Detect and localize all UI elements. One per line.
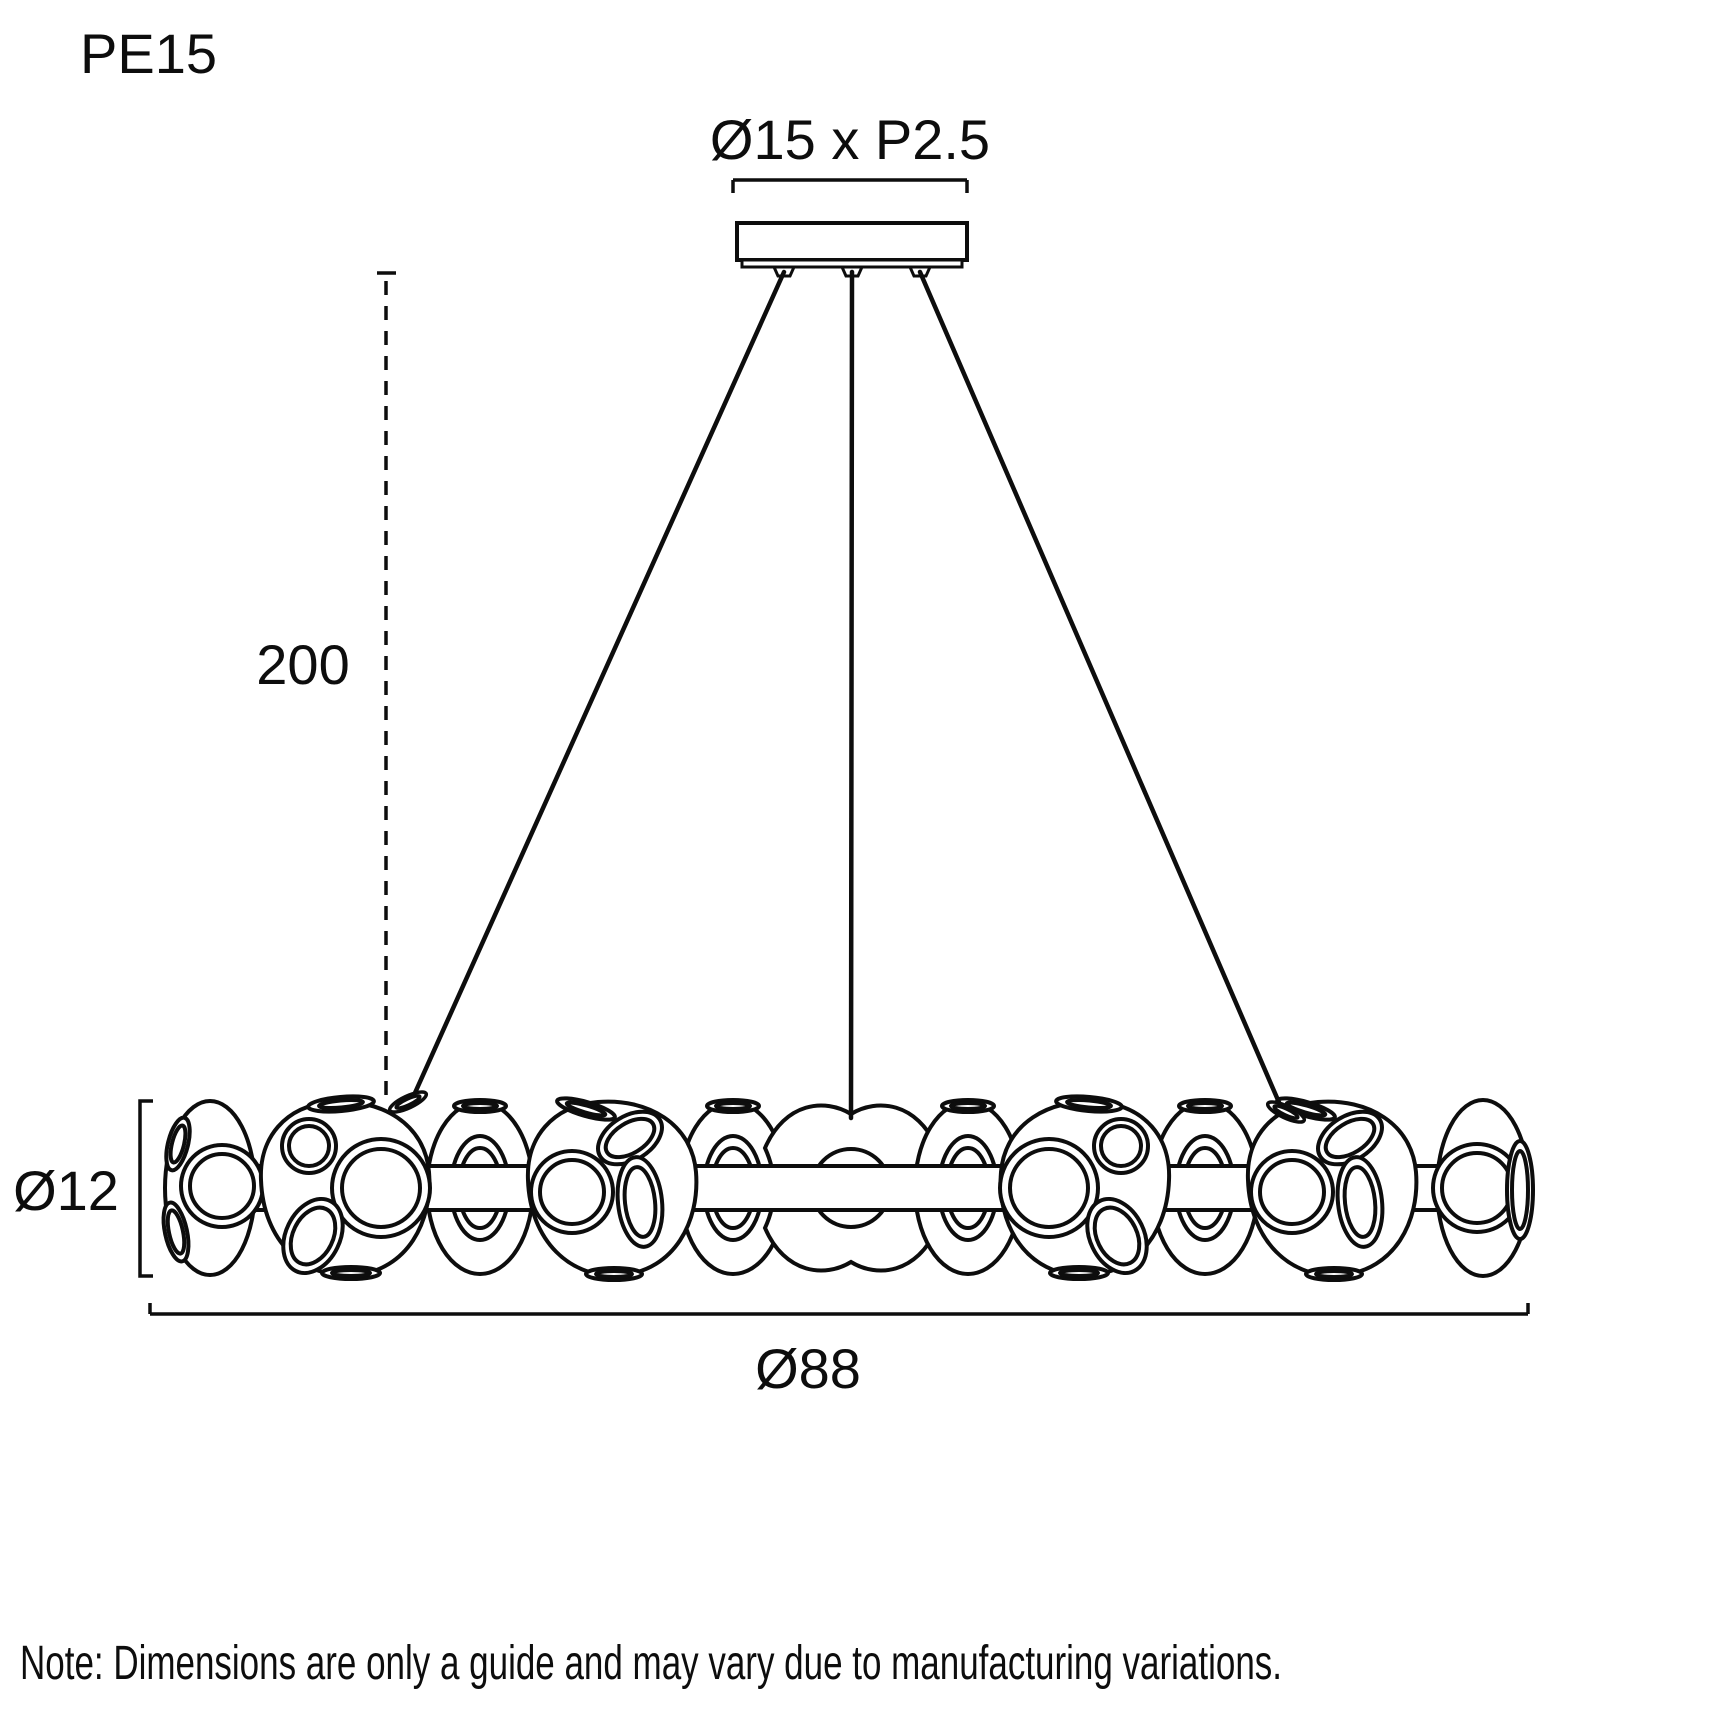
- suspension-wire-left: [407, 269, 787, 1107]
- dim-overall-diameter: Ø88: [148, 1303, 1530, 1400]
- suspension-wires: [387, 269, 1306, 1126]
- canopy: [735, 221, 969, 278]
- suspension-wire-center: [848, 269, 855, 1121]
- canopy-body: [735, 221, 969, 262]
- product-code: PE15: [80, 22, 217, 85]
- end-sphere-left: [157, 1099, 265, 1277]
- dim-canopy-label: Ø15 x P2.5: [710, 108, 990, 171]
- dim-overall-label: Ø88: [755, 1337, 861, 1400]
- dim-sphere-label: Ø12: [13, 1159, 119, 1222]
- front-sphere: [525, 1092, 699, 1282]
- suspension-wire-right: [917, 269, 1287, 1117]
- dim-drop-label: 200: [256, 633, 349, 696]
- pendant-ring: [157, 1092, 1535, 1285]
- dim-sphere-bracket: [138, 1099, 153, 1278]
- wire-connector-left: [387, 1088, 428, 1116]
- dim-drop: 200: [256, 271, 396, 1100]
- front-sphere: [258, 1092, 432, 1285]
- front-sphere: [998, 1092, 1172, 1285]
- end-sphere-right: [1431, 1098, 1535, 1278]
- front-sphere: [1245, 1092, 1419, 1282]
- dim-sphere-diameter: Ø12: [13, 1099, 153, 1278]
- dim-canopy: Ø15 x P2.5: [710, 108, 990, 193]
- footnote: Note: Dimensions are only a guide and ma…: [20, 1637, 1282, 1690]
